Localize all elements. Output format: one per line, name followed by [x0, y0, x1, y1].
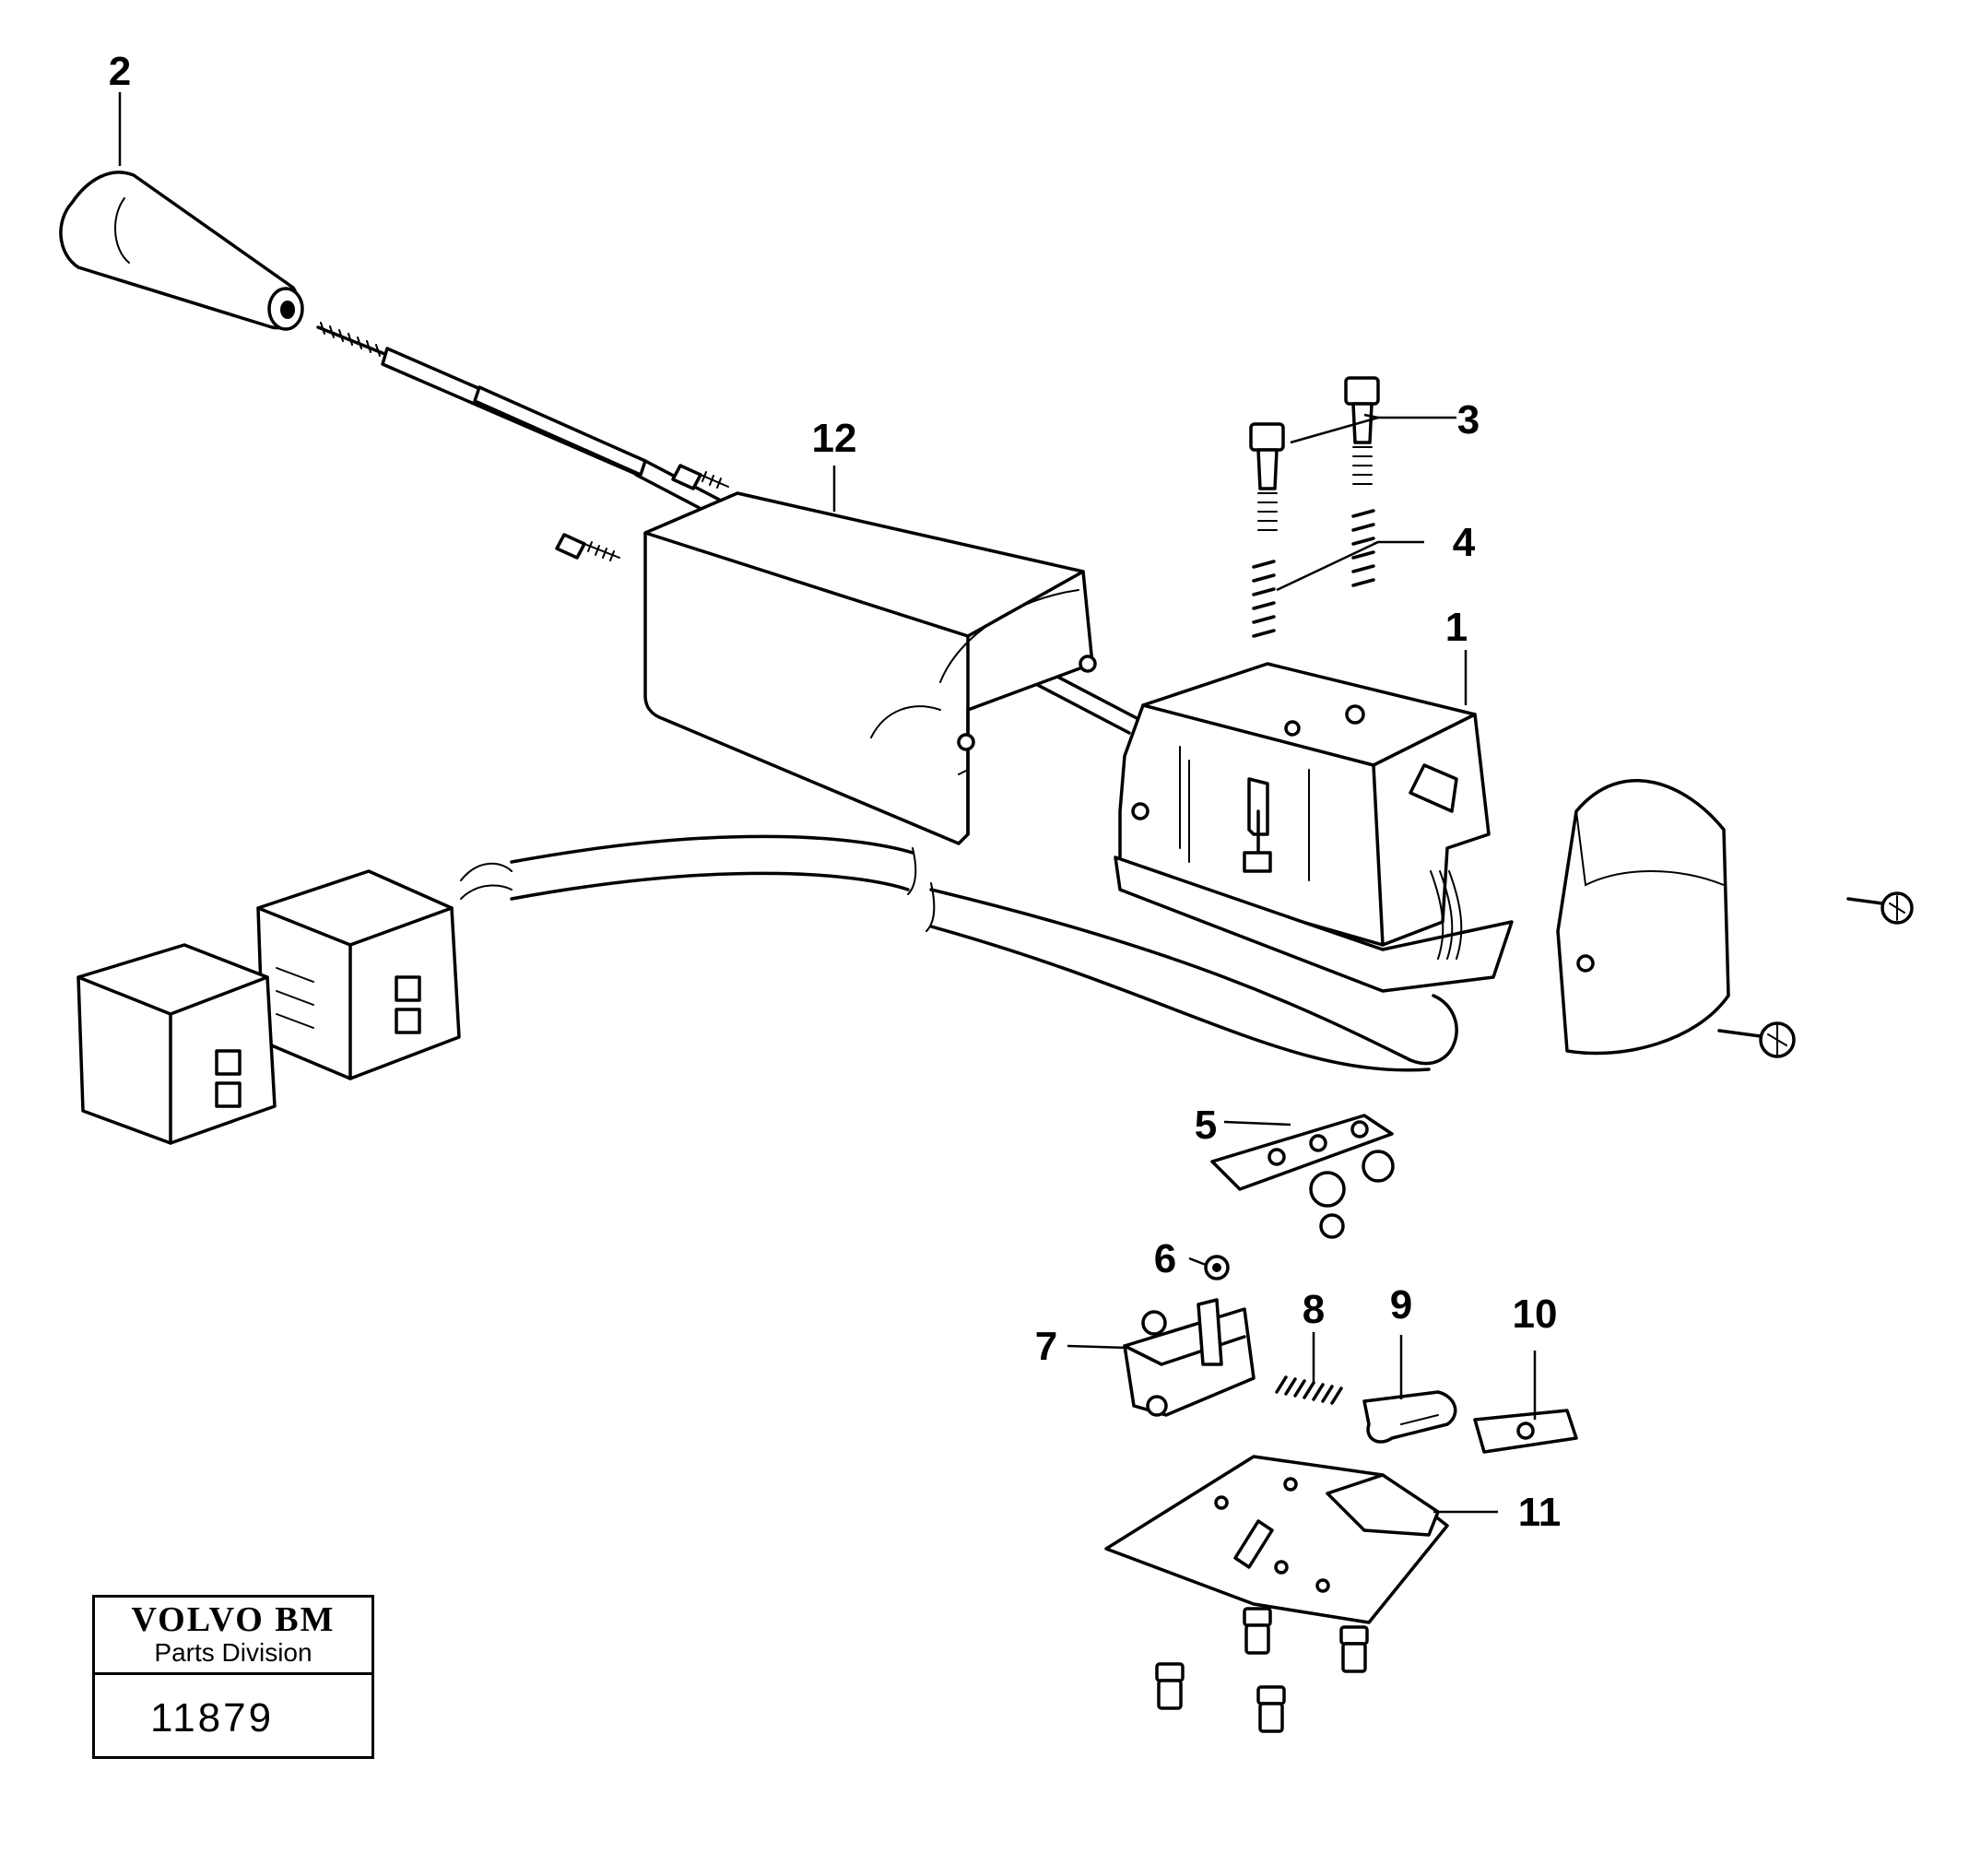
leader-lines [118, 92, 1537, 1514]
nut[interactable] [1204, 1255, 1230, 1280]
connector-plug[interactable] [256, 862, 513, 1080]
screw-icon [1717, 1021, 1796, 1058]
screw-icon [1339, 1625, 1369, 1673]
cover-shell[interactable] [1556, 778, 1730, 1056]
slider[interactable] [1473, 1409, 1578, 1454]
pin[interactable] [1249, 422, 1285, 531]
callout-1: 1 [1445, 605, 1468, 650]
lever-knob[interactable] [59, 171, 304, 331]
screw-icon [1155, 1662, 1185, 1710]
screw-icon [555, 533, 620, 561]
division-name: Parts Division [154, 1638, 312, 1667]
pin[interactable] [1344, 376, 1380, 485]
actuator[interactable] [1123, 1298, 1256, 1417]
callout-8: 8 [1303, 1287, 1325, 1332]
screw-icon [671, 464, 729, 490]
connector-socket[interactable] [77, 943, 277, 1145]
cable [510, 834, 1458, 1072]
cam[interactable] [1362, 1390, 1457, 1444]
callout-3: 3 [1457, 397, 1480, 442]
screw-icon [1846, 891, 1914, 925]
callout-6: 6 [1154, 1236, 1176, 1281]
callout-11: 11 [1518, 1490, 1562, 1535]
callout-9: 9 [1390, 1282, 1412, 1327]
callout-5: 5 [1195, 1103, 1217, 1148]
spring[interactable] [1252, 560, 1276, 638]
screw-icon [1256, 1685, 1286, 1733]
screw-icon [1243, 1607, 1272, 1655]
title-block-header: VOLVO BM Parts Division [95, 1598, 371, 1675]
drawing-number: 11879 [150, 1695, 275, 1740]
brand-name: VOLVO BM [131, 1600, 336, 1639]
base-plate[interactable] [1104, 1455, 1449, 1624]
switch-housing[interactable] [643, 491, 1097, 845]
spring[interactable] [1275, 1375, 1343, 1405]
callout-12: 12 [812, 416, 857, 461]
callout-10: 10 [1513, 1292, 1558, 1337]
title-block: VOLVO BM Parts Division 11879 [92, 1595, 374, 1759]
bracket[interactable] [1210, 1114, 1395, 1239]
callout-7: 7 [1035, 1324, 1057, 1369]
switch-body[interactable] [1114, 662, 1514, 993]
callout-2: 2 [109, 49, 131, 94]
callout-4: 4 [1453, 520, 1476, 565]
spring[interactable] [1351, 509, 1375, 587]
